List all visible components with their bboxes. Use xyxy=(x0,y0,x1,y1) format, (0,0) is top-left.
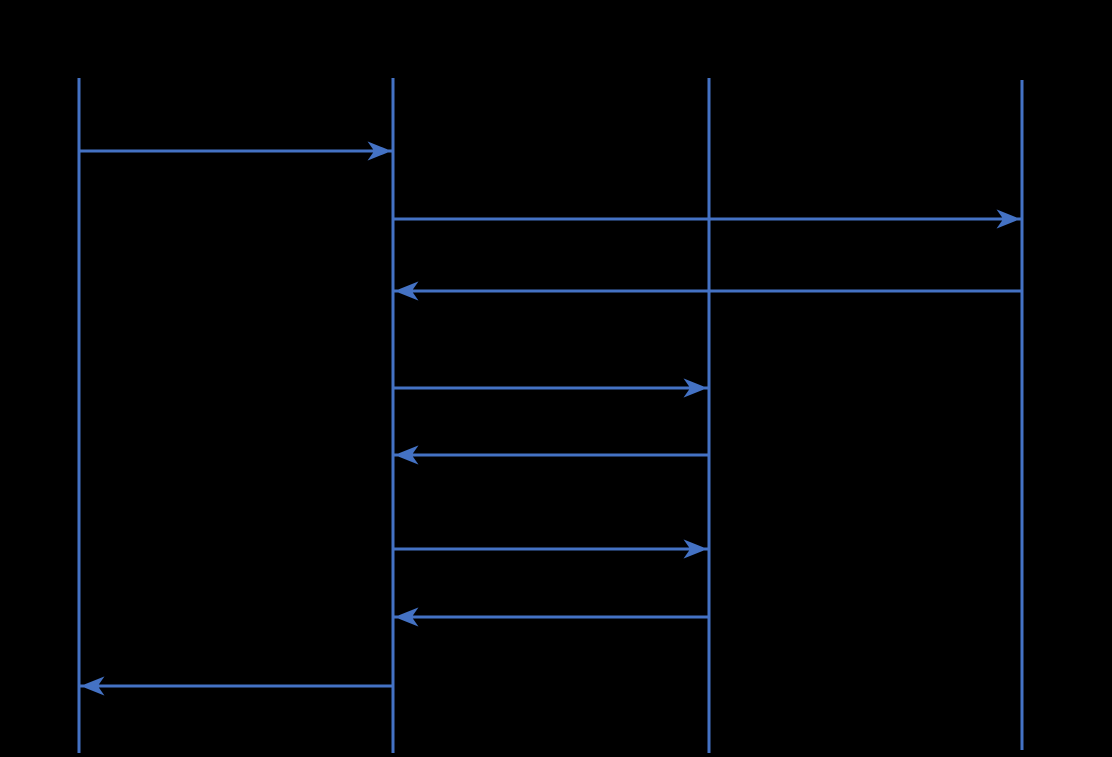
sequence-diagram-canvas xyxy=(77,78,1024,753)
sequence-diagram xyxy=(77,78,1024,753)
